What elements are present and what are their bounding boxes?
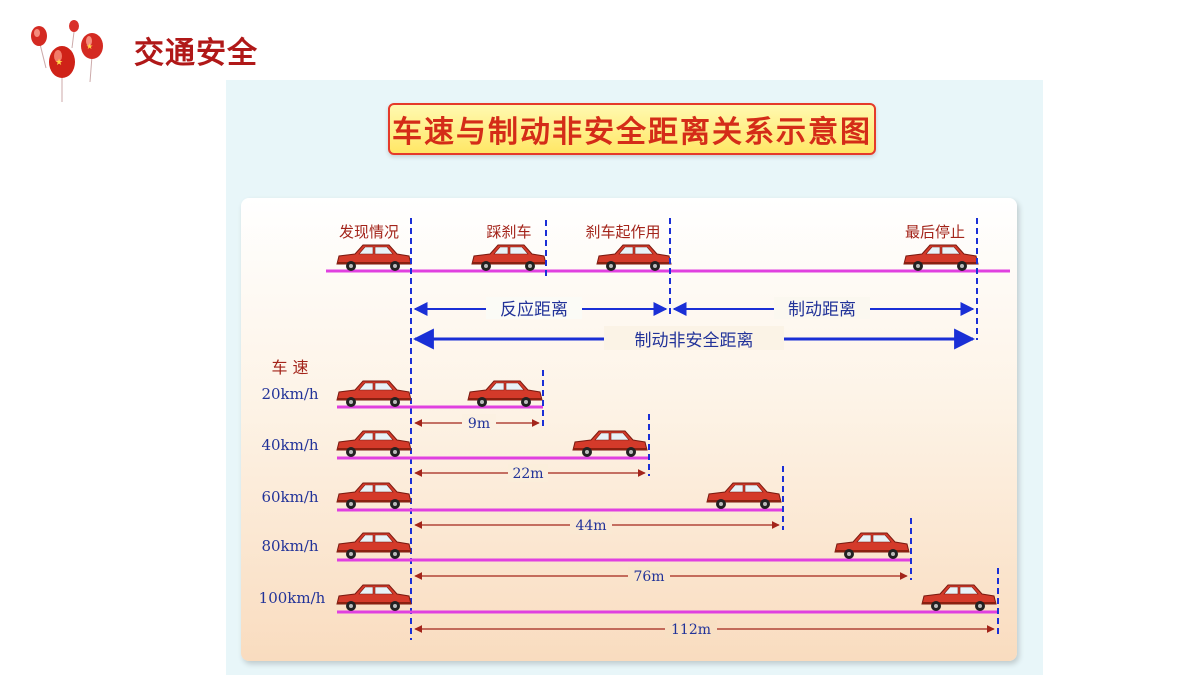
stop-car — [834, 532, 910, 560]
balloons-icon: ★ ★ — [31, 20, 103, 102]
start-car — [336, 584, 412, 612]
page-title: 交通安全 — [134, 36, 258, 71]
car-brake-press — [471, 244, 547, 272]
event-label-brake-press: 踩刹车 — [486, 223, 531, 241]
top-dashed-markers — [410, 218, 978, 640]
reaction-distance-label: 反应距离 — [500, 300, 568, 320]
speed-header: 车 速 — [271, 358, 308, 377]
distance-label: 112m — [671, 622, 711, 638]
start-car — [336, 532, 412, 560]
distance-label: 44m — [575, 518, 606, 534]
speed-label: 100km/h — [259, 589, 326, 607]
car-stop — [903, 244, 979, 272]
event-label-stop: 最后停止 — [905, 223, 965, 241]
speed-rows: 20km/h 9m 40km/h 22m 60km/h 44m 80km/h — [259, 370, 999, 638]
diagram-title: 车速与制动非安全距离关系示意图 — [392, 115, 872, 150]
braking-distance-label: 制动距离 — [788, 300, 856, 320]
car-discover — [336, 244, 412, 272]
car-brake-effect — [596, 244, 672, 272]
stop-car — [921, 584, 997, 612]
speed-label: 20km/h — [261, 385, 318, 403]
svg-text:★: ★ — [86, 42, 93, 51]
stop-car — [572, 430, 648, 458]
speed-label: 80km/h — [261, 537, 318, 555]
stop-car — [467, 380, 543, 408]
speed-label: 40km/h — [261, 436, 318, 454]
distance-label: 76m — [633, 569, 664, 585]
event-label-discover: 发现情况 — [339, 223, 399, 241]
start-car — [336, 430, 412, 458]
top-cars — [336, 244, 979, 272]
stop-car — [706, 482, 782, 510]
start-car — [336, 482, 412, 510]
speed-label: 60km/h — [261, 488, 318, 506]
start-car — [336, 380, 412, 408]
event-label-brake-effect: 刹车起作用 — [585, 223, 660, 241]
total-distance-label: 制动非安全距离 — [635, 331, 754, 351]
svg-text:★: ★ — [55, 58, 63, 68]
distance-label: 22m — [512, 466, 543, 482]
distance-label: 9m — [468, 416, 490, 432]
diagram-title-box: 车速与制动非安全距离关系示意图 — [388, 103, 876, 155]
